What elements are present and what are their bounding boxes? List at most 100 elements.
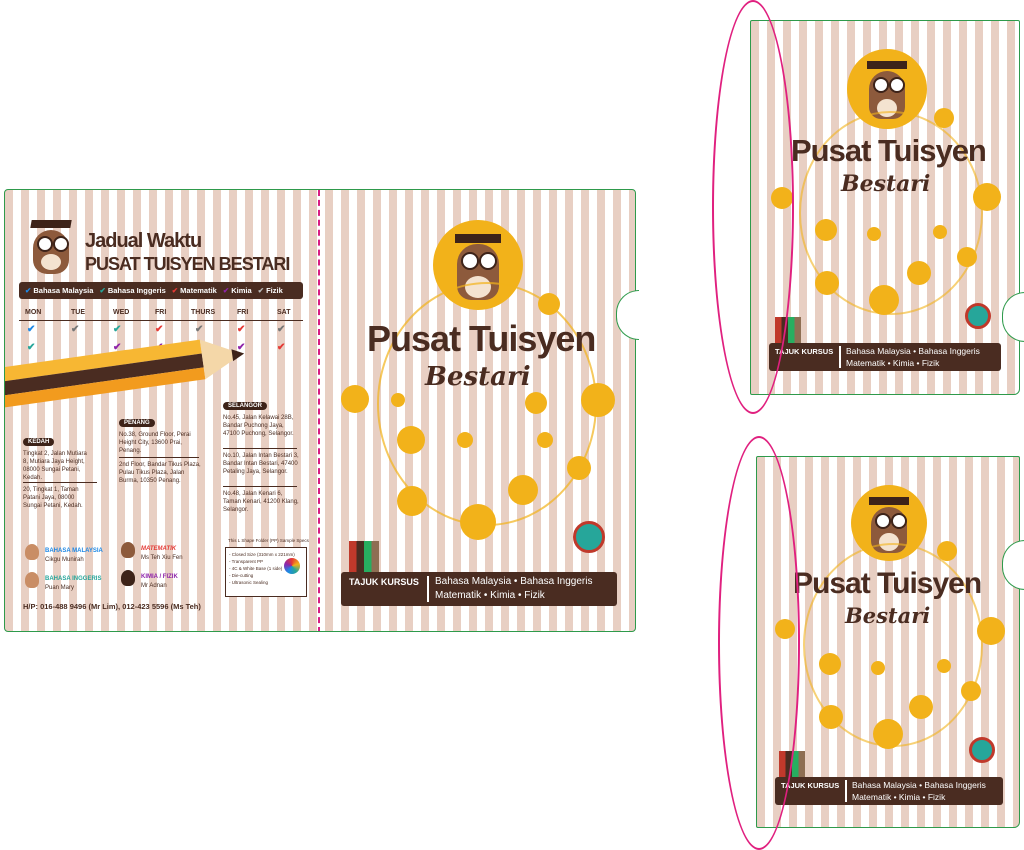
slot-check: ✔: [113, 324, 122, 335]
laptop-icon: [934, 108, 954, 128]
day-fri: FRI: [155, 309, 167, 316]
course-line-1: Bahasa Malaysia • Bahasa Inggeris: [846, 346, 980, 356]
teacher-name: Puan Mary: [45, 585, 75, 591]
calculator-icon: [341, 385, 369, 413]
spec-line: - Die-cutting: [229, 573, 254, 578]
avatar: [121, 570, 135, 586]
globe-icon: [969, 737, 995, 763]
teacher-subject: MATEMATIK: [141, 546, 177, 552]
course-label: TAJUK KURSUS: [775, 347, 834, 356]
address-penang-2: 2nd Floor, Bandar Tikus Plaza, Pulau Tik…: [119, 462, 201, 484]
globe-icon: [965, 303, 991, 329]
cover-subtitle: Bestari: [845, 603, 931, 628]
day-fri-2: FRI: [237, 309, 249, 316]
course-line-2: Matematik • Kimia • Fizik: [852, 792, 946, 802]
laptop-icon: [937, 541, 957, 561]
slot-check: ✔: [113, 342, 122, 353]
cover-title: Pusat Tuisyen: [791, 133, 987, 168]
spec-title: This L Shape Folder (PP) Sample Specs: [228, 538, 309, 543]
address-kedah-2: 20, Tingkat 1, Taman Patani Jaya, 08000 …: [23, 487, 83, 509]
slot-check: ✔: [155, 324, 164, 335]
graduation-cap-icon: [869, 285, 899, 315]
course-line-1: Bahasa Malaysia • Bahasa Inggeris: [852, 780, 986, 790]
teacher-subject: BAHASA INGGERIS: [45, 576, 102, 582]
address-penang-1: No.38, Ground Floor, Perai Height City, …: [119, 432, 191, 454]
day-wed: WED: [113, 309, 130, 316]
course-label: TAJUK KURSUS: [781, 781, 840, 790]
search-icon: [937, 659, 951, 673]
course-banner: TAJUK KURSUS Bahasa Malaysia • Bahasa In…: [775, 777, 1003, 805]
book-icon: [567, 456, 591, 480]
day-sat: SAT: [277, 309, 291, 316]
bank-icon: [973, 183, 1001, 211]
course-line-2: Matematik • Kimia • Fizik: [435, 590, 545, 601]
subject-legend-bar: ✔ Bahasa Malaysia ✔ Bahasa Inggeris ✔ Ma…: [19, 282, 303, 299]
course-line-2: Matematik • Kimia • Fizik: [846, 358, 940, 368]
teacher-subject: KIMIA / FIZIK: [141, 574, 178, 580]
graduation-cap-icon: [460, 504, 496, 540]
subject-kimia: ✔ Kimia: [222, 286, 252, 295]
folder-front-top: Pusat Tuisyen Bestari TAJUK KURSUS Bahas…: [750, 20, 1020, 395]
highlight-ellipse: [718, 436, 800, 850]
slot-check: ✔: [27, 324, 36, 335]
spec-line: - 4C & White Base (1 side): [229, 566, 283, 571]
refresh-icon: [909, 695, 933, 719]
course-banner: TAJUK KURSUS Bahasa Malaysia • Bahasa In…: [341, 572, 617, 606]
gear-icon: [815, 271, 839, 295]
gear-icon: [397, 486, 427, 516]
subject-math: ✔ Matematik: [171, 286, 217, 295]
highlight-ellipse: [712, 0, 794, 414]
subject-bm: ✔ Bahasa Malaysia: [25, 286, 94, 295]
day-thurs: THURS: [191, 309, 216, 316]
address-selangor-1: No.45, Jalan Kelawai 28B, Bandar Puchong…: [223, 415, 294, 437]
book-icon: [961, 681, 981, 701]
timetable-heading: Jadual Waktu: [85, 230, 202, 252]
region-tag-selangor: SELANGOR: [223, 402, 268, 410]
cover-title: Pusat Tuisyen: [367, 318, 596, 359]
flat-folder-sheet: Jadual Waktu PUSAT TUISYEN BESTARI ✔ Bah…: [4, 189, 636, 632]
avatar: [25, 572, 39, 588]
spec-line: - Closed Size (310mm x 221mm): [229, 552, 295, 557]
teacher-subject: BAHASA MALAYSIA: [45, 548, 103, 554]
cover-subtitle: Bestari: [841, 171, 931, 197]
flask-icon: [815, 219, 837, 241]
spec-line: - Ultrasonic Sealing: [229, 580, 269, 585]
address-selangor-3: No.48, Jalan Kenari 6, Taman Kenari, 412…: [223, 491, 299, 513]
orbit-ring: [799, 111, 983, 315]
slot-check: ✔: [71, 324, 80, 335]
globe-icon: [573, 521, 605, 553]
cover-title: Pusat Tuisyen: [793, 567, 982, 600]
bank-icon: [581, 383, 615, 417]
brand-flower-icon: [284, 558, 300, 574]
slot-check: ✔: [237, 342, 246, 353]
fold-line: [318, 190, 320, 631]
day-mon: MON: [25, 309, 42, 316]
address-selangor-2: No.10, Jalan Intan Bestari 3, Bandar Int…: [223, 453, 299, 475]
subject-fizik: ✔ Fizik: [257, 286, 283, 295]
spec-line: - Transparent PP: [229, 559, 264, 564]
course-banner: TAJUK KURSUS Bahasa Malaysia • Bahasa In…: [769, 343, 1001, 371]
avatar: [25, 544, 39, 560]
teacher-name: Mr Adnan: [141, 583, 167, 589]
flask-icon: [819, 653, 841, 675]
paper-plane-icon: [871, 661, 885, 675]
refresh-icon: [508, 475, 538, 505]
owl-mascot-icon: [25, 218, 77, 278]
address-kedah-1: Tingkat 2, Jalan Mutiara 8, Mutiara Jaya…: [23, 451, 87, 481]
region-tag-penang: PENANG: [119, 419, 155, 427]
slot-check: ✔: [237, 324, 246, 335]
flask-icon: [397, 426, 425, 454]
cover-subtitle: Bestari: [425, 362, 531, 392]
slot-check: ✔: [277, 342, 286, 353]
spec-card: This L Shape Folder (PP) Sample Specs - …: [225, 538, 309, 597]
avatar: [121, 542, 135, 558]
subject-bi: ✔ Bahasa Inggeris: [99, 286, 166, 295]
paper-plane-icon: [867, 227, 881, 241]
slot-check: ✔: [277, 324, 286, 335]
timetable-grid: MON TUE WED FRI THURS FRI SAT ✔ ✔ ✔ ✔ ✔ …: [19, 306, 303, 366]
book-icon: [957, 247, 977, 267]
slot-check: ✔: [195, 324, 204, 335]
course-label: TAJUK KURSUS: [349, 577, 419, 587]
contact-line: H/P: 016-488 9496 (Mr Lim), 012-423 5596…: [23, 602, 201, 611]
books-icon: [349, 541, 379, 573]
